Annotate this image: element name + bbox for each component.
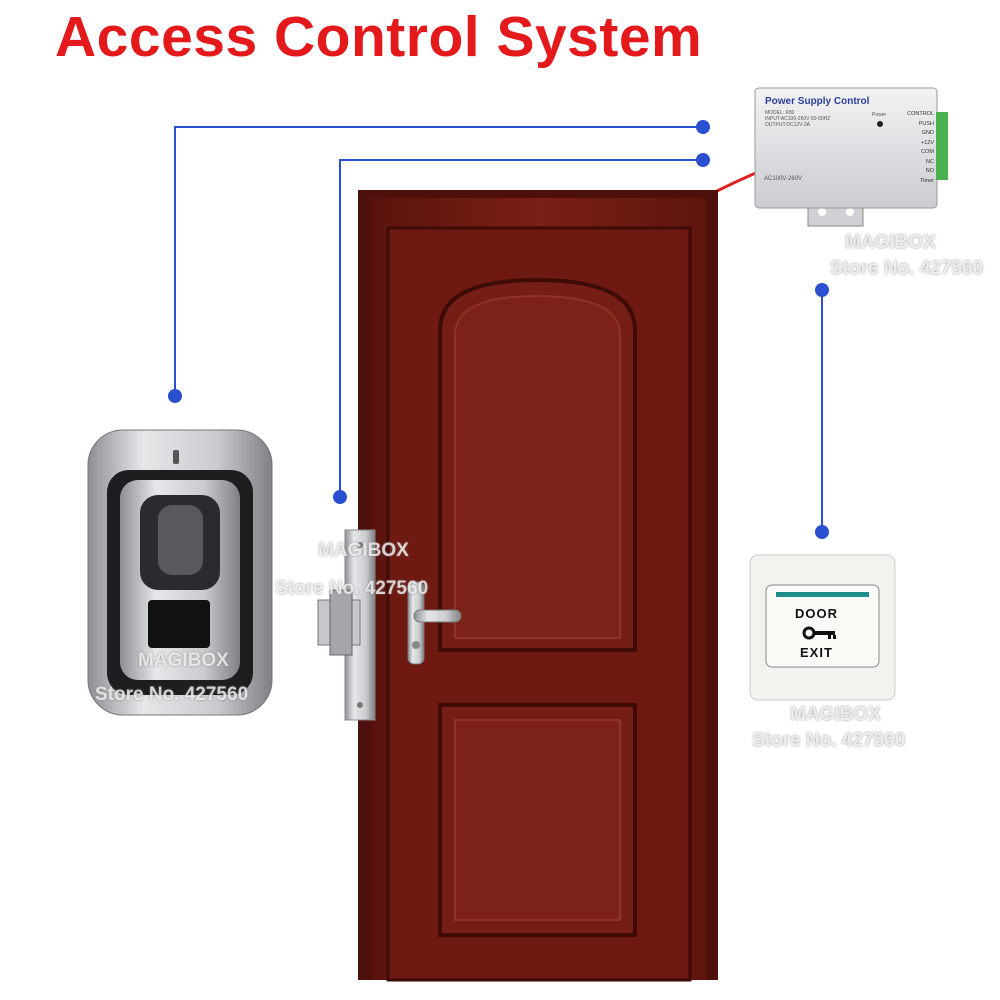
pin-label: NO [925, 168, 934, 174]
exit-button-bottom-text: EXIT [800, 645, 833, 660]
pin-label: +12V [921, 139, 934, 146]
exit-button[interactable] [749, 554, 896, 701]
pin-label: NC [926, 158, 934, 165]
watermark-brand: MAGIBOX [138, 650, 229, 671]
spec-line: OUTPUT:DC12V-3A [765, 122, 811, 128]
power-indicator-label: Power [872, 112, 887, 118]
wire-lock-to-power [339, 159, 703, 497]
watermark-brand: MAGIBOX [318, 540, 409, 561]
fingerprint-reader[interactable] [87, 429, 273, 716]
input-voltage-label: AC100V-260V [764, 176, 803, 182]
page-title: Access Control System [55, 5, 703, 69]
pin-label: GND [921, 130, 934, 136]
wire-connection-dots [168, 120, 829, 539]
power-cable [714, 170, 759, 194]
electric-strike-lock [317, 529, 376, 721]
power-supply-specs: MODEL: K80 INPUT:AC100-260V 50-60HZ OUTP… [765, 110, 830, 128]
watermark-store: Store No. 427560 [275, 578, 429, 599]
pin-label: COM [921, 149, 934, 155]
card-reader-window [148, 600, 210, 648]
spec-line: MODEL: K80 [765, 110, 795, 116]
watermark-brand: MAGIBOX [790, 704, 881, 725]
power-supply-label: Power Supply Control [765, 96, 870, 107]
terminal-labels: CONTROL PUSH GND +12V COM NC NO Timer [900, 110, 934, 186]
spec-line: INPUT:AC100-260V 50-60HZ [765, 116, 831, 122]
pin-label: PUSH [918, 120, 934, 127]
exit-button-top-text: DOOR [795, 606, 838, 621]
watermark-brand: MAGIBOX [845, 232, 936, 253]
watermark-store: Store No. 427560 [752, 730, 906, 751]
watermark-store: Store No. 427560 [95, 684, 249, 705]
control-label: CONTROL [907, 111, 934, 117]
watermark-store: Store No. 427560 [830, 258, 984, 279]
power-supply [754, 87, 948, 227]
timer-label: Timer [920, 177, 934, 184]
wire-reader-to-power [174, 126, 703, 395]
door-handle[interactable] [407, 581, 462, 665]
key-icon [802, 626, 836, 640]
